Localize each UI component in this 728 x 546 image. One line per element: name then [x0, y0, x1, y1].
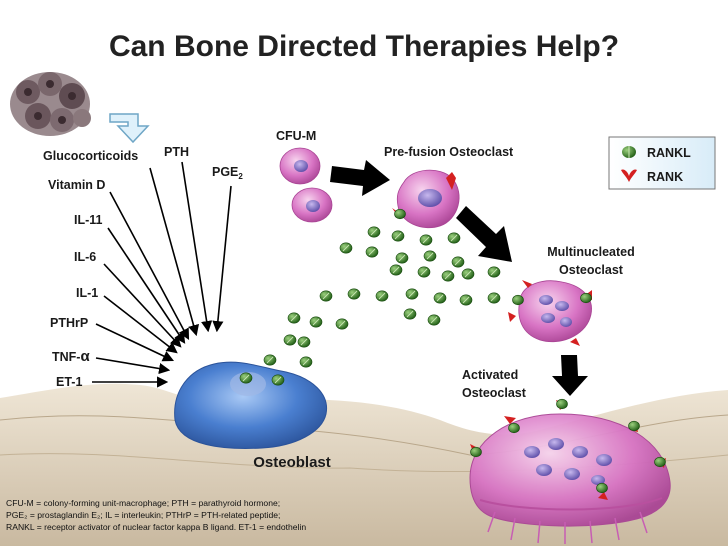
- factor-pthrp: PTHrP: [50, 316, 88, 330]
- rankl-molecule-icon: [447, 232, 461, 244]
- bound-rankl-icon: [628, 420, 640, 432]
- rankl-molecule-icon: [395, 252, 409, 264]
- rankl-molecule-icon: [423, 250, 437, 262]
- factor-il-6: IL-6: [74, 250, 96, 264]
- page-title: Can Bone Directed Therapies Help?: [109, 30, 619, 63]
- factor-pge2: PGE2: [212, 165, 243, 181]
- osteoblast-cell: [174, 361, 328, 449]
- rankl-molecule-icon: [339, 242, 353, 254]
- activated-osteoclast-label-line2: Osteoclast: [462, 386, 527, 400]
- rankl-molecule-icon: [365, 246, 379, 258]
- activated-osteoclast-cell: [469, 413, 671, 544]
- factor-arrows: [92, 161, 232, 388]
- activated-osteoclast-label-line1: Activated: [462, 368, 518, 382]
- multinucleated-osteoclast-cell: [518, 280, 592, 343]
- bound-rankl-icon: [596, 482, 608, 494]
- factor-il-1: IL-1: [76, 286, 98, 300]
- factor-il-11: IL-11: [74, 213, 103, 227]
- rankl-molecule-icon: [487, 292, 501, 304]
- factor-glucocorticoids: Glucocorticoids: [43, 149, 138, 163]
- rank-legend-icon: [621, 169, 637, 182]
- legend-rankl-label: RANKL: [647, 146, 691, 160]
- tumor-cell-cluster-icon: [10, 72, 91, 136]
- rankl-molecule-icon: [271, 374, 285, 386]
- rankl-molecule-icon: [389, 264, 403, 276]
- rankl-molecule-icon: [319, 290, 333, 302]
- prefusion-osteoclast-cell: [396, 169, 460, 229]
- rankl-molecule-icon: [391, 230, 405, 242]
- rankl-molecule-icon: [441, 270, 455, 282]
- rankl-molecule-icon: [417, 266, 431, 278]
- rankl-molecule-icon: [367, 226, 381, 238]
- rankl-molecule-icon: [263, 354, 277, 366]
- factor-pth: PTH: [164, 145, 189, 159]
- rankl-molecule-icon: [433, 292, 447, 304]
- legend-rank-label: RANK: [647, 170, 683, 184]
- rankl-molecule-icon: [405, 288, 419, 300]
- bound-rankl-icon: [556, 398, 568, 410]
- rankl-molecules: [239, 208, 666, 494]
- bound-rankl-icon: [470, 446, 482, 458]
- bound-rankl-icon: [580, 292, 592, 304]
- osteoblast-label: Osteoblast: [253, 454, 331, 471]
- rankl-molecule-icon: [487, 266, 501, 278]
- prefusion-osteoclast-label: Pre-fusion Osteoclast: [384, 145, 514, 159]
- footnote-line-2: PGE₂ = prostaglandin E₂; IL = interleuki…: [6, 510, 280, 520]
- cluster-arrow-icon: [109, 113, 150, 144]
- block-arrows: [330, 160, 588, 396]
- rankl-molecule-icon: [239, 372, 253, 384]
- bound-rankl-icon: [512, 294, 524, 306]
- rankl-molecule-icon: [459, 294, 473, 306]
- cfu-m-label: CFU-M: [276, 129, 316, 143]
- rankl-molecule-icon: [347, 288, 361, 300]
- footnote-line-1: CFU-M = colony-forming unit-macrophage; …: [6, 498, 280, 508]
- rankl-molecule-icon: [287, 312, 301, 324]
- rankl-molecule-icon: [309, 316, 323, 328]
- multinucleated-osteoclast-label-line1: Multinucleated: [547, 245, 635, 259]
- factor-et-1: ET-1: [56, 375, 82, 389]
- rankl-molecule-icon: [451, 256, 465, 268]
- rankl-molecule-icon: [419, 234, 433, 246]
- rankl-molecule-icon: [403, 308, 417, 320]
- bound-rankl-icon: [394, 208, 406, 220]
- rankl-molecule-icon: [283, 334, 297, 346]
- footnote-line-3: RANKL = receptor activator of nuclear fa…: [6, 522, 306, 532]
- legend: RANKL RANK: [608, 136, 716, 190]
- cfu-m-cells: [279, 147, 333, 223]
- bound-rankl-icon: [654, 456, 666, 468]
- multinucleated-osteoclast-label-line2: Osteoclast: [559, 263, 624, 277]
- rankl-molecule-icon: [335, 318, 349, 330]
- rankl-molecule-icon: [375, 290, 389, 302]
- rankl-molecule-icon: [297, 336, 311, 348]
- factor-tnf-alpha: TNF-α: [52, 348, 90, 365]
- factor-vitamin-d: Vitamin D: [48, 178, 105, 192]
- bound-rankl-icon: [508, 422, 520, 434]
- rankl-molecule-icon: [461, 268, 475, 280]
- rankl-molecule-icon: [299, 356, 313, 368]
- rankl-molecule-icon: [427, 314, 441, 326]
